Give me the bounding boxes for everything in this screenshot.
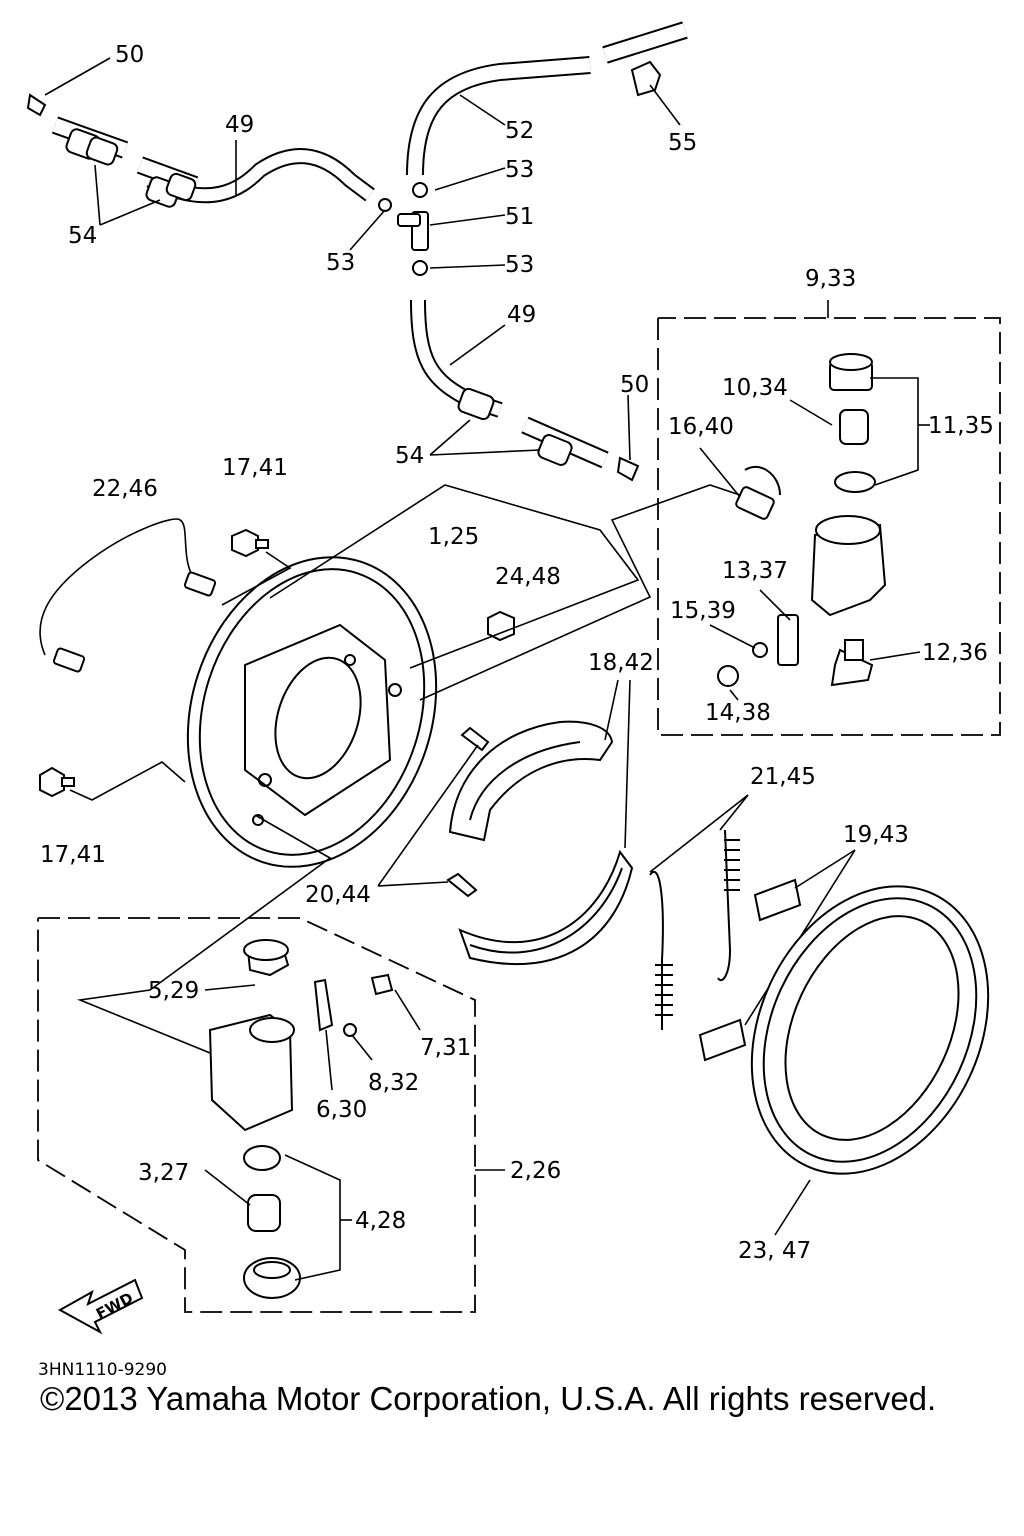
callout-49-upper: 49: [225, 112, 254, 138]
left-cylinder-leaders: [204, 984, 421, 1281]
brake-hose-49-upper: [146, 140, 375, 204]
plate-leader-lines: [69, 484, 741, 1056]
callout-50-top: 50: [115, 42, 144, 68]
callout-22-46: 22,46: [92, 476, 158, 502]
return-springs: [649, 794, 749, 1030]
brake-drum: [750, 885, 990, 1236]
callout-24-48: 24,48: [495, 564, 561, 590]
shoe-leader-lines: [604, 679, 631, 849]
callout-20-44: 20,44: [305, 882, 371, 908]
callout-19-43: 19,43: [843, 822, 909, 848]
brake-shoe-upper: [448, 720, 614, 842]
callout-50-right: 50: [620, 372, 649, 398]
callout-10-34: 10,34: [722, 375, 788, 401]
brake-shoe-lower: [458, 849, 634, 966]
callout-14-38: 14,38: [705, 700, 771, 726]
callout-15-39: 15,39: [670, 598, 736, 624]
callout-23-47: 23, 47: [738, 1238, 811, 1264]
callout-8-32: 8,32: [368, 1070, 419, 1096]
callout-51: 51: [505, 204, 534, 230]
assembly-box-2-26: [37, 917, 505, 1313]
assembly-box-9-33: [657, 300, 1001, 736]
callout-13-37: 13,37: [722, 558, 788, 584]
callout-3-27: 3,27: [138, 1160, 189, 1186]
bolt-24-48: [487, 610, 515, 642]
callout-5-29: 5,29: [148, 978, 199, 1004]
wheel-cylinder-left: [208, 939, 394, 1299]
callout-4-28: 4,28: [355, 1208, 406, 1234]
callout-6-30: 6,30: [316, 1097, 367, 1123]
callout-9-33: 9,33: [805, 266, 856, 292]
callout-17-41-top: 17,41: [222, 455, 288, 481]
callout-53-bottom: 53: [505, 252, 534, 278]
top-leader-lines: [44, 57, 681, 461]
callout-18-42: 18,42: [588, 650, 654, 676]
callout-53-left: 53: [326, 250, 355, 276]
callout-49-lower: 49: [507, 302, 536, 328]
callout-16-40: 16,40: [668, 414, 734, 440]
callout-54-center: 54: [395, 443, 424, 469]
joint-51: [378, 182, 429, 276]
callout-1-25: 1,25: [428, 524, 479, 550]
shoe-hold-pins: [377, 726, 490, 898]
bolt-17-41-lower: [39, 766, 75, 798]
callout-53-top: 53: [505, 157, 534, 183]
callout-55: 55: [668, 130, 697, 156]
callout-12-36: 12,36: [922, 640, 988, 666]
callout-21-45: 21,45: [750, 764, 816, 790]
diagram-code: 3HN1110-9290: [38, 1360, 167, 1380]
brake-hose-52: [406, 21, 688, 176]
callout-2-26: 2,26: [510, 1158, 561, 1184]
hose-fitting-left: [26, 93, 199, 208]
callout-7-31: 7,31: [420, 1035, 471, 1061]
callout-17-41-bottom: 17,41: [40, 842, 106, 868]
callout-52: 52: [505, 118, 534, 144]
callout-11-35: 11,35: [928, 413, 994, 439]
callout-54-left: 54: [68, 223, 97, 249]
cylinder-leader-lines: [699, 377, 930, 701]
brake-backing-plate: [186, 556, 438, 868]
fwd-arrow: FWD: [57, 1278, 144, 1335]
wheel-cylinder-right: [717, 353, 887, 687]
brake-hose-49-lower: [410, 299, 640, 482]
brake-pipe-22-46: [39, 518, 217, 673]
bolt-17-41-upper: [231, 528, 269, 558]
copyright-notice: ©2013 Yamaha Motor Corporation, U.S.A. A…: [40, 1380, 937, 1417]
